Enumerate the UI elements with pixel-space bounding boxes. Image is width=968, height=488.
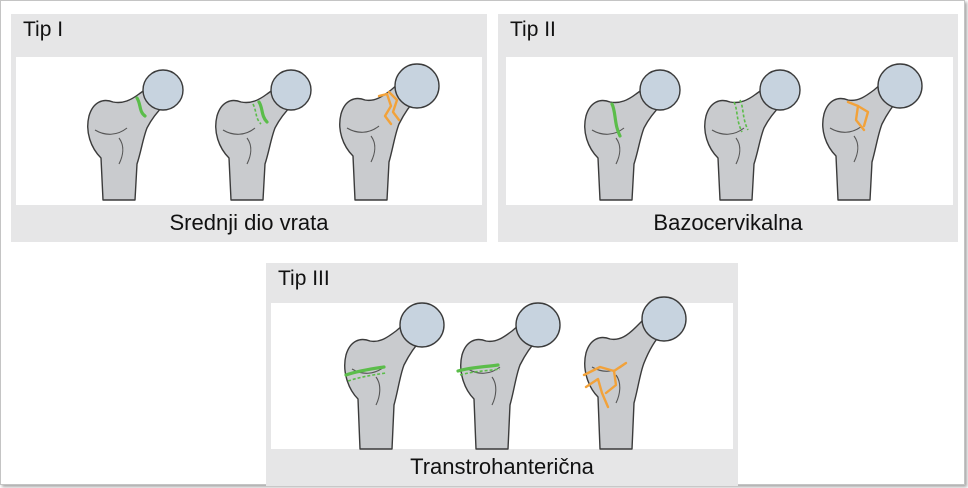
- femur-illustration: [458, 303, 560, 449]
- femur-illustration: [705, 70, 800, 200]
- femur-illustrations-tip-3: [266, 263, 738, 486]
- femur-illustration: [823, 64, 922, 200]
- femur-illustration: [345, 303, 444, 449]
- panel-caption-tip-2: Bazocervikalna: [498, 210, 958, 236]
- femur-illustrations-tip-2: [498, 14, 958, 242]
- femur-illustrations-tip-1: [11, 14, 487, 242]
- femur-illustration: [340, 64, 439, 200]
- femur-illustration: [585, 70, 680, 200]
- femur-illustration: [88, 70, 183, 200]
- panel-tip-1: Tip I: [11, 14, 487, 242]
- panel-caption-tip-1: Srednji dio vrata: [11, 210, 487, 236]
- panel-tip-3: Tip III: [266, 263, 738, 486]
- panel-caption-tip-3: Transtrohanterična: [266, 454, 738, 480]
- femur-illustration: [216, 70, 311, 200]
- femur-illustration: [584, 297, 686, 449]
- panel-tip-2: Tip II: [498, 14, 958, 242]
